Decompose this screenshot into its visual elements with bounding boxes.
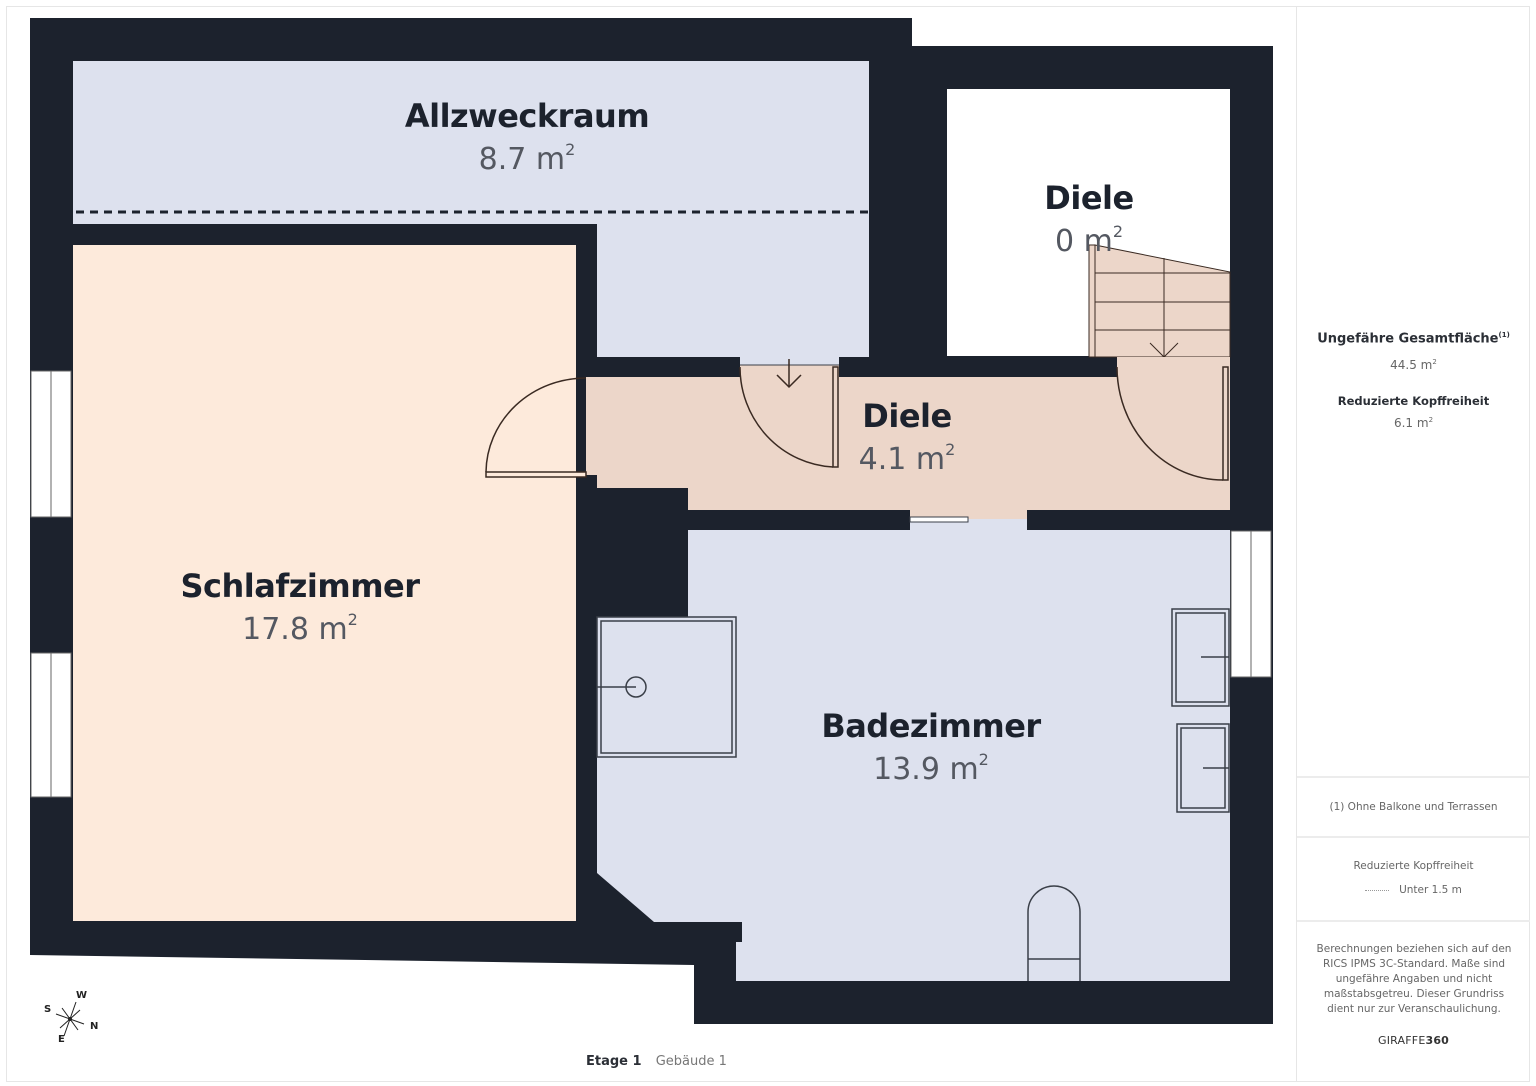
area-summary: Ungefähre Gesamtfläche(1) 44.5 m2 Reduzi… [1297,6,1530,778]
room-badezimmer [597,530,1230,981]
footnote: (1) Ohne Balkone und Terrassen [1297,778,1530,838]
room-label-allzweckraum: Allzweckraum 8.7 m2 [404,97,650,177]
dotted-line-icon [1365,889,1390,891]
floor-plan: Allzweckraum 8.7 m2 Diele 0 m2 Diele 4.1… [30,18,1273,1069]
info-sidebar: Ungefähre Gesamtfläche(1) 44.5 m2 Reduzi… [1296,6,1530,1082]
floor-plan-drawing [30,18,1273,1024]
compass-east: E [58,1034,65,1045]
building-name: Gebäude 1 [655,1054,727,1069]
sink-icon [1171,608,1230,707]
room-allzweckraum [73,61,869,224]
room-name: Allzweckraum [404,97,650,135]
door-schlafzimmer [485,377,587,478]
room-name: Diele [862,397,952,435]
room-label-diele-upper: Diele 0 m2 [1044,179,1134,259]
room-name: Schlafzimmer [180,567,420,605]
room-name: Diele [1044,179,1134,217]
sink-icon [1176,723,1230,813]
floor-level: Etage 1 [586,1054,642,1069]
total-area-value: 44.5 m2 [1390,358,1437,372]
room-area: 17.8 m2 [242,610,358,647]
sliding-door-badezimmer [909,516,969,523]
room-label-badezimmer: Badezimmer 13.9 m2 [821,707,1041,787]
room-area: 4.1 m2 [858,440,956,477]
reduced-headroom-value: 6.1 m2 [1393,416,1434,430]
total-area-title: Ungefähre Gesamtfläche(1) [1317,331,1510,347]
disclaimer: Berechnungen beziehen sich auf den RICS … [1316,943,1512,1015]
room-name: Badezimmer [821,707,1041,745]
legend-item: Unter 1.5 m [1297,884,1530,896]
legend: Reduzierte Kopffreiheit Unter 1.5 m [1297,838,1530,922]
door-allzweckraum [739,359,839,468]
shower-icon [596,616,737,758]
door-diele-upper [1116,366,1229,481]
brand-logo: GIRAFFE360 [1377,1034,1450,1047]
room-area: 8.7 m2 [478,140,576,177]
window-left-lower [30,652,72,798]
compass-south: S [44,1004,52,1015]
legend-title: Reduzierte Kopffreiheit [1353,860,1474,872]
window-left-upper [30,370,72,518]
compass-north: N [90,1021,99,1032]
toilet-icon [1027,885,1081,981]
reduced-headroom-title: Reduzierte Kopffreiheit [1337,394,1490,408]
room-area: 0 m2 [1054,222,1124,259]
floor-caption: Etage 1 Gebäude 1 [586,1054,727,1069]
room-label-schlafzimmer: Schlafzimmer 17.8 m2 [180,567,420,647]
compass: W S N E [40,986,110,1046]
room-area: 13.9 m2 [873,750,989,787]
room-schlafzimmer [73,245,576,921]
room-diele-hall [586,377,1230,519]
window-right [1230,530,1272,678]
compass-icon [55,1001,85,1037]
compass-west: W [76,990,88,1001]
room-label-diele-hall: Diele 4.1 m2 [859,400,956,475]
